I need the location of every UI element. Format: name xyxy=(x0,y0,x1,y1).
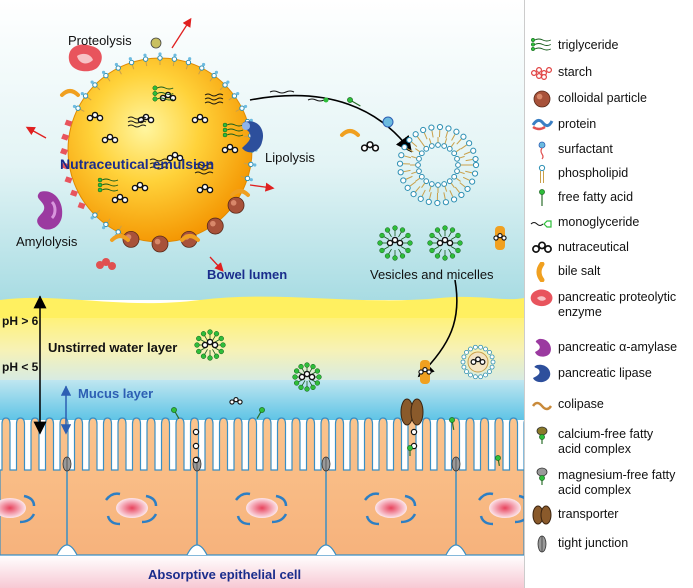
free-fatty-acid-icon xyxy=(539,189,545,206)
digestion-flow-arrow xyxy=(249,94,412,153)
legend-label: protein xyxy=(558,117,597,131)
legend-label: magnesium-free fatty xyxy=(558,468,676,482)
legend-label-line2: acid complex xyxy=(558,483,631,497)
proteolytic-enzyme-shape xyxy=(68,44,102,72)
epithelium xyxy=(0,417,533,556)
legend-label: nutraceutical xyxy=(558,240,629,254)
cell-nucleus xyxy=(105,492,158,526)
legend-item: colloidal particle xyxy=(525,89,693,109)
legend-item: monoglyceride xyxy=(525,213,693,233)
legend-item: protein xyxy=(525,115,693,135)
legend-label: colloidal particle xyxy=(558,91,647,105)
legend-label: starch xyxy=(558,65,593,79)
legend-label: tight junction xyxy=(558,536,629,550)
transporter-shape xyxy=(400,398,424,426)
legend-item: colipase xyxy=(525,395,693,415)
monoglyceride-icon xyxy=(530,220,552,228)
legend-item: pancreatic α-amylase xyxy=(525,338,693,358)
nutraceutical-emulsion-droplet xyxy=(60,52,258,253)
basal-zone xyxy=(0,555,524,588)
legend-label: pancreatic proteolytic xyxy=(558,290,677,304)
legend-item: bile salt xyxy=(525,262,693,282)
colloidal-particle-icon xyxy=(533,90,551,108)
legend-item: phospholipid xyxy=(525,164,693,184)
tight-junction-icon xyxy=(537,535,547,553)
ph-low-label: pH < 5 xyxy=(2,360,39,374)
ph-high-label: pH > 6 xyxy=(2,314,39,328)
droplet-inner-contents xyxy=(86,85,244,204)
legend-label: bile salt xyxy=(558,264,601,278)
colipase-icon xyxy=(531,401,553,411)
legend-item: surfactant xyxy=(525,140,693,160)
transporter-icon xyxy=(532,505,552,525)
unstirred-water-label: Unstirred water layer xyxy=(48,340,177,355)
legend-label: free fatty acid xyxy=(558,190,634,204)
starch-icon xyxy=(530,66,553,81)
amylase-shape xyxy=(37,191,63,230)
protein-icon xyxy=(531,118,554,131)
epithelial-cell-label: Absorptive epithelial cell xyxy=(148,567,301,582)
legend-item: transporter xyxy=(525,505,693,525)
cell-nucleus xyxy=(0,494,36,524)
mucus-layer-label: Mucus layer xyxy=(78,386,153,401)
bile-salt-icon xyxy=(536,262,545,282)
cell-nucleus xyxy=(364,492,417,526)
droplet-surface-molecules xyxy=(60,52,258,253)
lipase-shape xyxy=(242,121,264,153)
lipolysis-label: Lipolysis xyxy=(265,150,315,165)
proteolytic-enzyme-icon xyxy=(530,289,553,307)
legend-item: free fatty acid xyxy=(525,188,693,208)
vesicles-micelles-label: Vesicles and micelles xyxy=(370,267,494,282)
legend-label: phospholipid xyxy=(558,166,629,180)
amylase-icon xyxy=(535,338,551,357)
cell-nucleus xyxy=(235,492,288,526)
legend-item: pancreatic lipase xyxy=(525,364,693,384)
tight-junction-shape xyxy=(321,456,331,472)
bowel-lumen-label: Bowel lumen xyxy=(207,267,287,282)
lipase-icon xyxy=(533,364,551,383)
emulsion-label: Nutraceutical emulsion xyxy=(60,156,214,172)
legend-label: pancreatic α-amylase xyxy=(558,340,678,354)
magnesium-complex-icon xyxy=(536,467,548,485)
mucus-layer-zone xyxy=(0,380,524,420)
legend-item: starch xyxy=(525,63,693,83)
legend-item: tight junction xyxy=(525,534,693,554)
tight-junction-shape xyxy=(62,456,72,472)
legend-label: colipase xyxy=(558,397,604,411)
unstirred-water-layer xyxy=(0,318,524,388)
triglyceride-icon xyxy=(530,37,552,52)
legend-label: transporter xyxy=(558,507,619,521)
amylolysis-label: Amylolysis xyxy=(16,234,78,249)
surfactant-icon xyxy=(538,141,546,160)
proteolysis-label: Proteolysis xyxy=(68,33,132,48)
legend-label: surfactant xyxy=(558,142,613,156)
legend-panel: triglyceride starch colloidal particle prot… xyxy=(524,0,693,588)
legend-label: monoglyceride xyxy=(558,215,640,229)
legend-item: triglyceride xyxy=(525,36,693,56)
calcium-complex-icon xyxy=(536,426,548,444)
legend-item: nutraceutical xyxy=(525,238,693,258)
phospholipid-icon xyxy=(538,164,546,183)
legend-label: triglyceride xyxy=(558,38,619,52)
micelles-group xyxy=(194,225,507,392)
free-molecules xyxy=(25,17,501,466)
legend-label-line2: acid complex xyxy=(558,442,631,456)
legend-label: pancreatic lipase xyxy=(558,366,652,380)
legend-label: calcium-free fatty xyxy=(558,427,654,441)
nutraceutical-icon xyxy=(532,241,552,253)
legend-label-line2: enzyme xyxy=(558,305,602,319)
tight-junction-shape xyxy=(451,456,461,472)
vesicle-large xyxy=(269,90,480,207)
